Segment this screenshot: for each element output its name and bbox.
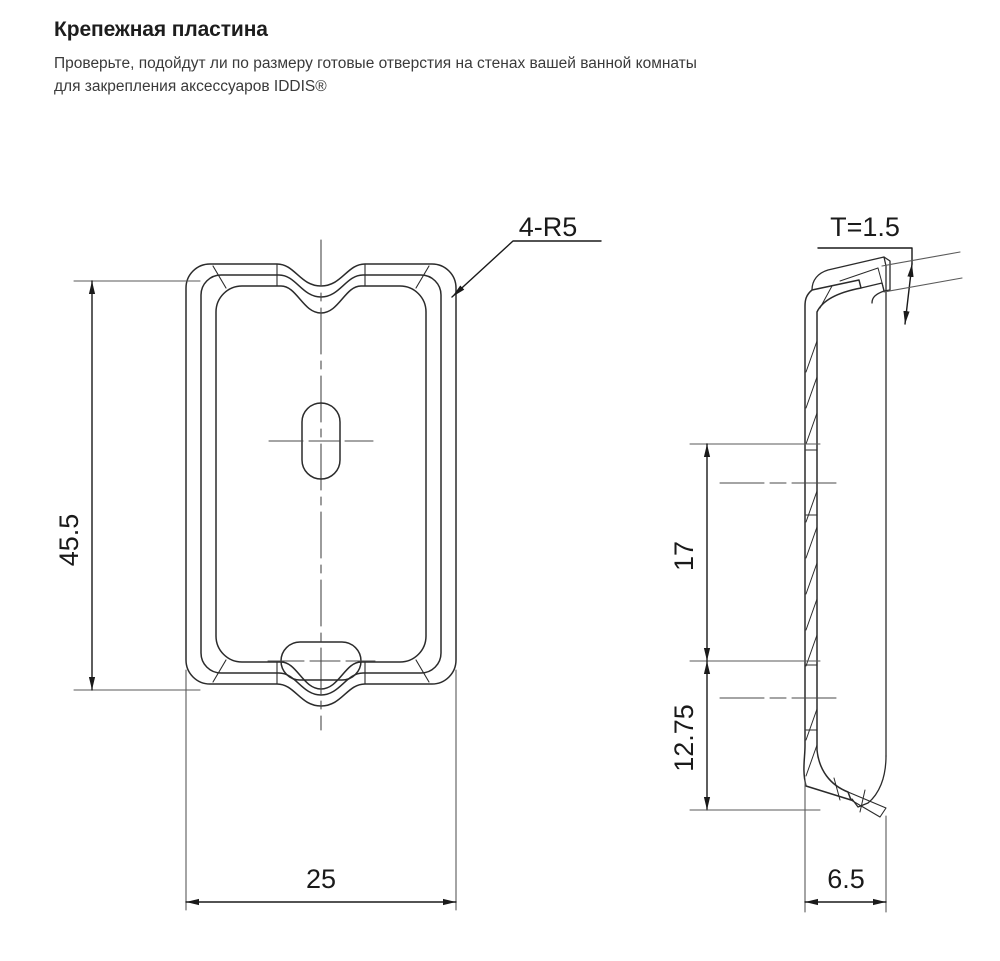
dim-label-depth: 6.5 — [827, 864, 865, 894]
dim-label-thickness: T=1.5 — [830, 212, 900, 242]
lower-slot-hole — [280, 641, 362, 681]
facet-top-2 — [839, 267, 879, 282]
subtitle-line-2: для закрепления аксессуаров IDDIS® — [54, 77, 327, 95]
section-top-cap — [883, 256, 891, 292]
plate-outer-outline — [185, 263, 457, 707]
fold-tick-bl — [212, 659, 227, 683]
plate-inner-outline — [215, 285, 427, 690]
header: Крепежная пластина Проверьте, подойдут л… — [54, 18, 954, 98]
section-bottom-flange — [847, 791, 887, 818]
facet-top-1 — [819, 285, 833, 309]
fold-tick-tl — [212, 265, 227, 289]
section-hatching — [805, 340, 818, 777]
facet-bot-2 — [859, 789, 866, 813]
section-left-face — [803, 279, 862, 801]
dimension-labels-side: 17 12.75 6.5 T=1.5 — [669, 212, 900, 894]
ext-line-thickness-a — [881, 251, 961, 267]
upper-slot-hole — [301, 402, 341, 480]
section-rim-outer-top — [811, 256, 887, 292]
facet-top-3 — [877, 267, 885, 291]
dim-line-thickness — [903, 263, 914, 325]
dim-label-width: 25 — [306, 864, 336, 894]
subtitle-line-1: Проверьте, подойдут ли по размеру готовы… — [54, 55, 697, 73]
page-title: Крепежная пластина — [54, 18, 268, 41]
dimension-labels-front: 45.5 25 4-R5 — [54, 212, 577, 894]
page-subtitle: Проверьте, подойдут ли по размеру готовы… — [54, 53, 954, 98]
leader-line-thickness — [817, 247, 913, 265]
ext-line-thickness-b — [883, 277, 963, 293]
fold-tick-tr — [415, 265, 430, 289]
side-section-view — [689, 247, 963, 913]
leader-line-radius — [451, 240, 602, 298]
section-bottom-right — [851, 755, 887, 808]
technical-drawing: 45.5 25 4-R5 — [0, 140, 1000, 961]
dim-label-corner-radius: 4-R5 — [519, 212, 578, 242]
section-top-rim — [860, 282, 885, 304]
fold-tick-br — [415, 659, 430, 683]
front-view — [73, 239, 602, 911]
dim-label-17: 17 — [669, 541, 699, 571]
dim-label-1275: 12.75 — [669, 704, 699, 772]
facet-bot-1 — [833, 777, 841, 801]
dim-label-height: 45.5 — [54, 514, 84, 567]
